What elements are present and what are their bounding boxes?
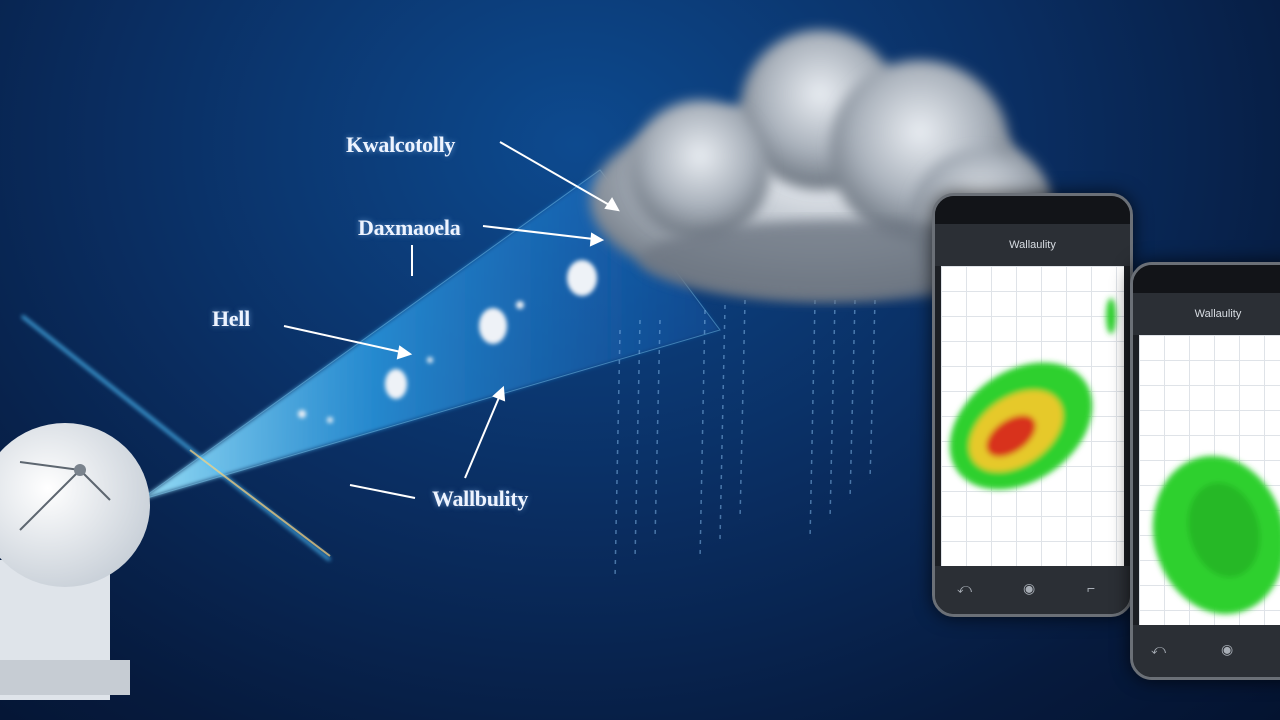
home-icon[interactable]: ◉ — [1221, 641, 1234, 657]
phone-nav-bar: ⤺ ◉ — [1133, 625, 1280, 677]
phone-status-bar — [935, 196, 1130, 224]
radar-echo — [949, 298, 1116, 490]
label-top: Kwalcotolly — [346, 132, 456, 157]
rain-streaks-icon — [614, 299, 876, 581]
home-icon[interactable]: ◉ — [1023, 580, 1036, 596]
recent-apps-icon[interactable]: ⌐ — [1087, 580, 1096, 596]
back-icon[interactable]: ⤺ — [1151, 641, 1166, 657]
app-title: Wallaulity — [1133, 293, 1280, 335]
radar-dish-icon — [0, 423, 150, 700]
light-streaks — [21, 314, 331, 562]
label-hail: Hell — [212, 306, 250, 331]
leader-lines — [283, 141, 620, 499]
phone-nav-bar: ⤺ ◉ ⌐ — [935, 566, 1130, 614]
radar-map — [1139, 335, 1280, 625]
back-icon[interactable]: ⤺ — [957, 580, 972, 596]
phone-left: Wallaulity ⤺ ◉ ⌐ — [932, 193, 1133, 617]
label-second: Daxmaoela — [358, 215, 461, 240]
radar-map — [941, 266, 1124, 566]
label-bottom: Wallbulity — [432, 486, 529, 511]
radar-echo — [1152, 455, 1280, 615]
hail-stone-icon — [298, 260, 597, 423]
phone-right: Wallaulity ⤺ ◉ — [1130, 262, 1280, 680]
app-title: Wallaulity — [935, 224, 1130, 266]
phone-status-bar — [1133, 265, 1280, 293]
